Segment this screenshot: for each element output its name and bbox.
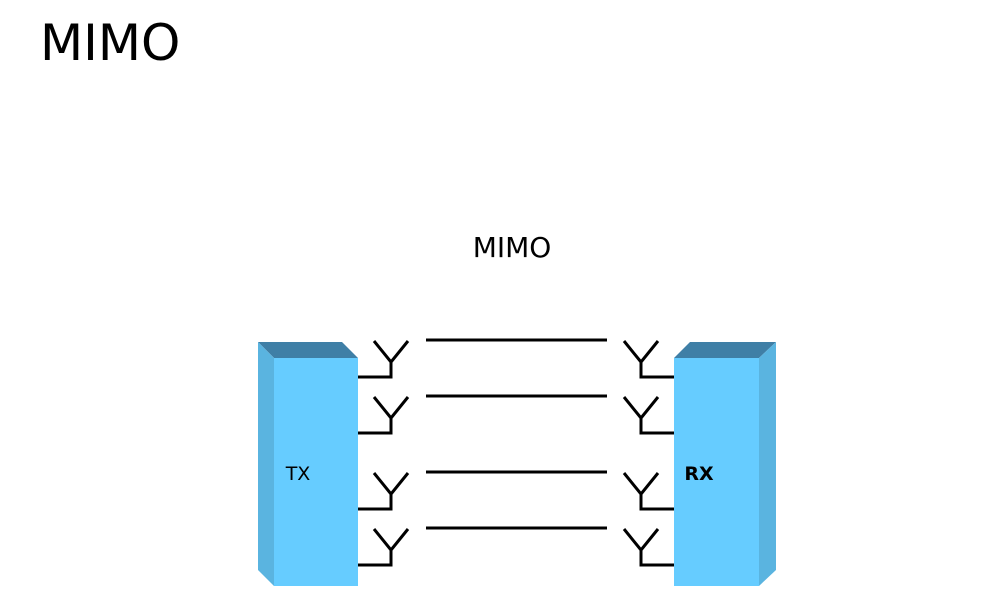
diagram-label: MIMO — [473, 231, 552, 264]
rx-block-side — [759, 342, 776, 586]
rx-antenna-3 — [622, 472, 674, 511]
tx-antenna-4 — [358, 528, 410, 567]
tx-label: TX — [285, 463, 311, 485]
tx-block-top — [258, 342, 358, 358]
tx-antenna-1 — [358, 340, 410, 379]
rx-block-top — [674, 342, 776, 358]
rx-block: RX — [674, 342, 776, 586]
tx-block: TX — [258, 342, 358, 586]
rx-label: RX — [684, 463, 714, 485]
tx-antenna-2 — [358, 396, 410, 435]
rx-antenna-2 — [622, 396, 674, 435]
rx-antenna-1 — [622, 340, 674, 379]
rx-block-front — [674, 358, 759, 586]
tx-antenna-3 — [358, 472, 410, 511]
tx-block-front — [274, 358, 358, 586]
tx-block-side — [258, 342, 274, 586]
slide-title: MIMO — [40, 14, 181, 72]
rx-antenna-4 — [622, 528, 674, 567]
